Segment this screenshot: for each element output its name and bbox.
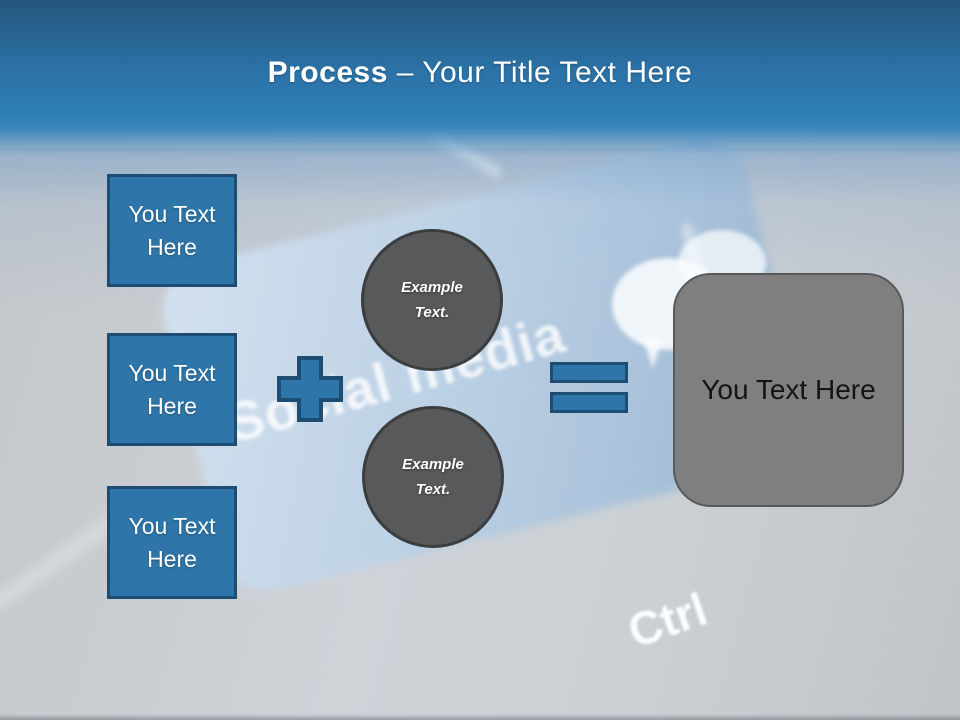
- input-box-1[interactable]: You Text Here: [107, 174, 237, 287]
- equals-bar-top: [550, 362, 628, 383]
- example-circle-1[interactable]: Example Text.: [361, 229, 503, 371]
- input-box-2-label: You Text Here: [128, 359, 216, 419]
- input-box-3-label: You Text Here: [128, 512, 216, 572]
- example-circle-2-label: Example Text.: [402, 456, 464, 498]
- input-box-2[interactable]: You Text Here: [107, 333, 237, 446]
- equals-icon: [550, 362, 628, 413]
- example-circle-1-label: Example Text.: [401, 279, 463, 321]
- equals-bar-bottom: [550, 392, 628, 413]
- input-box-3[interactable]: You Text Here: [107, 486, 237, 599]
- input-box-1-label: You Text Here: [128, 200, 216, 260]
- plus-icon: [277, 356, 343, 422]
- slide-header: Process – Your Title Text Here: [0, 0, 960, 205]
- result-box[interactable]: You Text Here: [673, 273, 904, 507]
- photo-bottom-edge: [0, 714, 960, 720]
- title-keyword: Process: [267, 56, 388, 89]
- result-box-label: You Text Here: [701, 374, 876, 405]
- title-text: Your Title Text Here: [422, 56, 693, 89]
- title-dash: –: [396, 56, 414, 89]
- example-circle-2[interactable]: Example Text.: [362, 406, 504, 548]
- slide-title: Process – Your Title Text Here: [0, 0, 960, 91]
